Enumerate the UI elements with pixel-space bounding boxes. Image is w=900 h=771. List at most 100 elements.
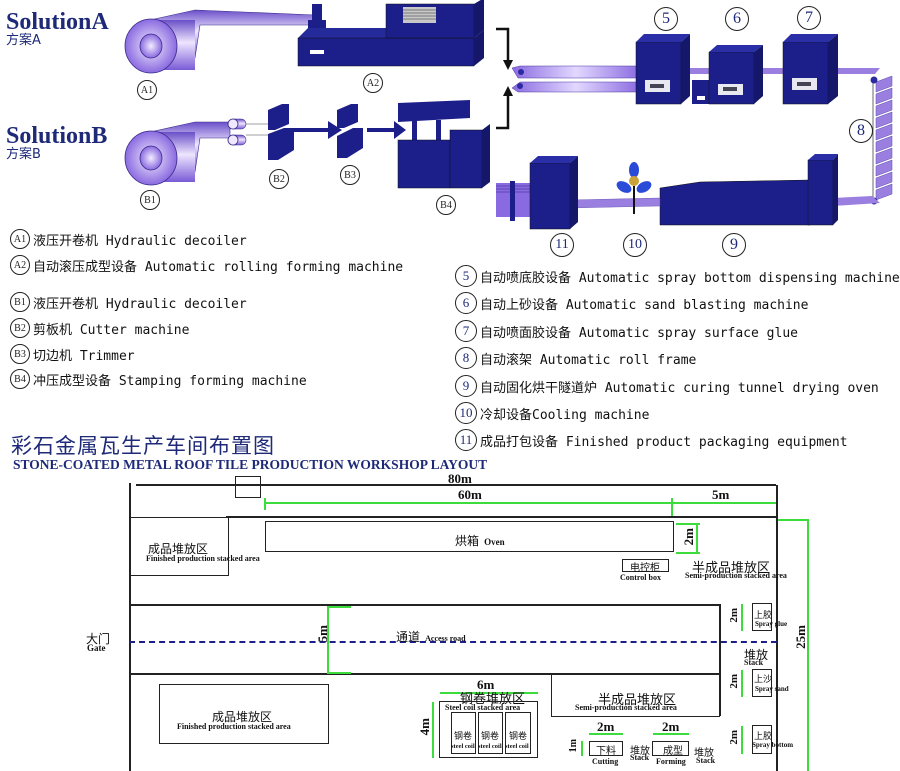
control-box-en: Control box [620,573,661,582]
decoiler-a1 [124,9,316,74]
stack-mid-cn: 堆放 [744,648,769,662]
coil-area [439,701,538,758]
steel-coil-3-cn: 钢卷 [509,732,528,742]
sand-blasting-machine-6 [692,45,763,105]
legend-text: 自动上砂设备 Automatic sand blasting machine [480,297,809,313]
legend-text: 冷却设备Cooling machine [480,407,650,423]
legend-tag: 5 [455,265,477,287]
legend-text: 液压开卷机 Hydraulic decoiler [33,233,247,249]
spray-bottom-cn: 上胶 [754,732,773,742]
legend-text: 成品打包设备 Finished product packaging equipm… [480,434,848,450]
workshop-title-en: STONE-COATED METAL ROOF TILE PRODUCTION … [13,457,488,472]
legend-tag: A1 [10,229,30,249]
spray-bottom-en: Spray bottom [752,741,794,749]
stack1-en: Stack [630,753,650,762]
dim-cutting-length: 2m [597,719,615,734]
gate-marker-box [235,476,261,498]
stack-mid-en: Stack [744,658,764,667]
workshop-title-cn: 彩石金属瓦生产车间布置图 [11,434,275,458]
dim-line-5m [327,606,329,673]
semi-bottom-cn: 半成品堆放区 [598,693,677,708]
dim-line-2m [696,523,698,553]
wall-right [776,485,778,771]
legend-tag: 7 [455,320,477,342]
center-dashed-line [129,641,777,643]
legend-text: 切边机 Trimmer [33,348,135,364]
wall-top [136,484,776,486]
steel-coil-3-en: steel coil [505,743,529,750]
cutter-machine-b2 [268,104,342,160]
cooling-fan-10 [616,162,652,214]
gate-cn: 大门 [86,632,111,646]
packaging-machine-11 [496,156,578,230]
coil-area-cn: 钢卷堆放区 [460,692,526,707]
finished-area-top [129,517,229,576]
cutting-en: Cutting [592,757,619,766]
oven-en: Oven [484,537,505,547]
stack2-en: Stack [696,756,716,765]
semi-area-bottom [551,673,720,717]
dim-spray-glue: 2m [728,608,740,623]
spray-sand-station [752,669,772,697]
spray-bottom-machine-5 [635,34,690,105]
trimmer-b3 [337,104,406,158]
tag-b3: B3 [340,165,360,185]
stamping-machine-b4 [397,100,490,189]
tag-9: 9 [722,233,746,257]
rolling-forming-machine-a2 [297,0,484,67]
dim-spray-sand: 2m [728,674,740,689]
wall-left [129,483,131,771]
tag-b2: B2 [269,169,289,189]
legend-text: 自动喷底胶设备 Automatic spray bottom dispensin… [480,270,900,286]
dim-line-2m [741,726,743,754]
tag-a1: A1 [137,80,157,100]
spray-sand-en: Spray sand [755,685,789,693]
dim-line-2m [589,733,623,735]
legend-text: 自动喷面胶设备 Automatic spray surface glue [480,325,798,341]
solution-b-subtitle: 方案B [6,147,41,162]
stack2-cn: 堆放 [694,748,714,759]
dim-oven-width: 2m [681,528,696,546]
dim-coil-length: 6m [477,677,495,692]
semi-top-en: Semi-production stacked area [685,571,787,580]
steel-coil-1-en: steel coil [451,743,475,750]
dim-line-60m [264,502,776,504]
road-right-line [719,604,721,716]
control-box-cn: 电控柜 [630,563,660,574]
dim-line-4m [432,702,434,758]
spray-glue-station [752,603,772,631]
legend-text: 液压开卷机 Hydraulic decoiler [33,296,247,312]
tag-b1: B1 [140,190,160,210]
control-box [622,559,669,572]
output-belt [569,197,661,209]
stack1-cn: 堆放 [630,746,650,757]
legend-tag: A2 [10,255,30,275]
tag-6: 6 [725,7,749,31]
forming-station [652,741,689,756]
merge-arrows [496,27,510,130]
dim-tick [671,498,673,516]
dim-tick [327,606,351,608]
dim-forming-length: 2m [662,719,680,734]
steel-coil-2 [478,712,503,754]
finished-top-cn: 成品堆放区 [148,542,209,556]
legend-tag: 9 [455,375,477,397]
cutting-station [589,741,623,756]
decoiler-b1 [124,118,268,186]
dim-coil-width: 4m [417,718,432,736]
spray-surface-glue-machine-7 [782,34,838,105]
tag-a2: A2 [363,73,383,93]
semi-top-cn: 半成品堆放区 [692,561,771,576]
tag-7: 7 [797,6,821,30]
dim-line-2m [653,733,689,735]
legend-tag: 11 [455,429,477,451]
